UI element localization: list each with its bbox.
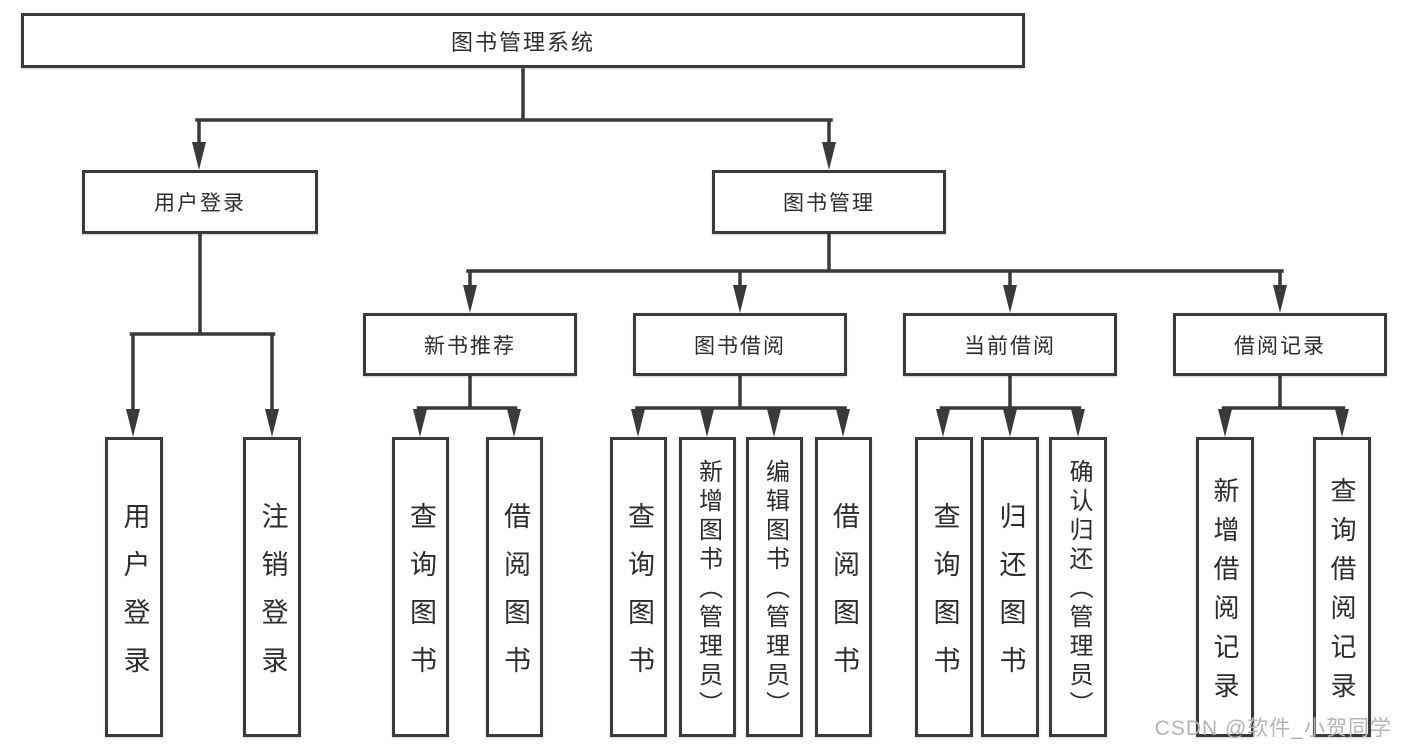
csdn-watermark: CSDN @软件_小贺同学: [1154, 717, 1392, 740]
node-borrow-records: 借阅记录: [1173, 313, 1387, 376]
leaf-label: 查询图书: [929, 501, 960, 694]
node-user-login: 用户登录: [82, 170, 318, 234]
leaf-label: 查询图书: [406, 501, 436, 694]
arrowheads: [126, 142, 1349, 437]
node-leaf-return-books: 归还图书: [981, 437, 1039, 737]
node-leaf-user-login: 用户登录: [105, 437, 163, 737]
leaf-label: 借阅图书: [500, 501, 530, 694]
node-leaf-add-borrow-record: 新增借阅记录: [1196, 437, 1254, 737]
leaf-label: 新增图书（管理员）: [694, 459, 722, 720]
node-leaf-confirm-return-admin: 确认归还（管理员）: [1049, 437, 1107, 737]
node-leaf-borrow-books: 借阅图书: [815, 437, 872, 737]
leaf-label: 用户登录: [119, 501, 150, 694]
leaf-label: 归还图书: [995, 501, 1026, 694]
node-leaf-borrow-books-recommend: 借阅图书: [486, 437, 543, 737]
node-current-borrowing: 当前借阅: [903, 313, 1117, 376]
node-system-root: 图书管理系统: [21, 13, 1025, 68]
node-book-borrowing: 图书借阅: [633, 313, 847, 376]
tree-edges: [129, 68, 1346, 414]
node-leaf-query-books-borrow: 查询图书: [610, 437, 667, 737]
leaf-label: 新增借阅记录: [1210, 476, 1240, 711]
leaf-label: 查询图书: [624, 501, 654, 694]
leaf-label: 编辑图书（管理员）: [761, 459, 789, 720]
node-leaf-edit-books-admin: 编辑图书（管理员）: [746, 437, 803, 737]
leaf-label: 注销登录: [257, 501, 288, 694]
node-leaf-query-borrow-record: 查询借阅记录: [1313, 437, 1371, 737]
leaf-label: 查询借阅记录: [1327, 476, 1357, 711]
node-book-management: 图书管理: [712, 170, 946, 234]
leaf-label: 借阅图书: [829, 501, 859, 694]
node-new-book-recommend: 新书推荐: [363, 313, 577, 376]
node-leaf-add-books-admin: 新增图书（管理员）: [679, 437, 736, 737]
node-leaf-logout: 注销登录: [243, 437, 301, 737]
node-leaf-query-books-current: 查询图书: [915, 437, 973, 737]
leaf-label: 确认归还（管理员）: [1065, 459, 1092, 720]
node-leaf-query-books-recommend: 查询图书: [392, 437, 449, 737]
